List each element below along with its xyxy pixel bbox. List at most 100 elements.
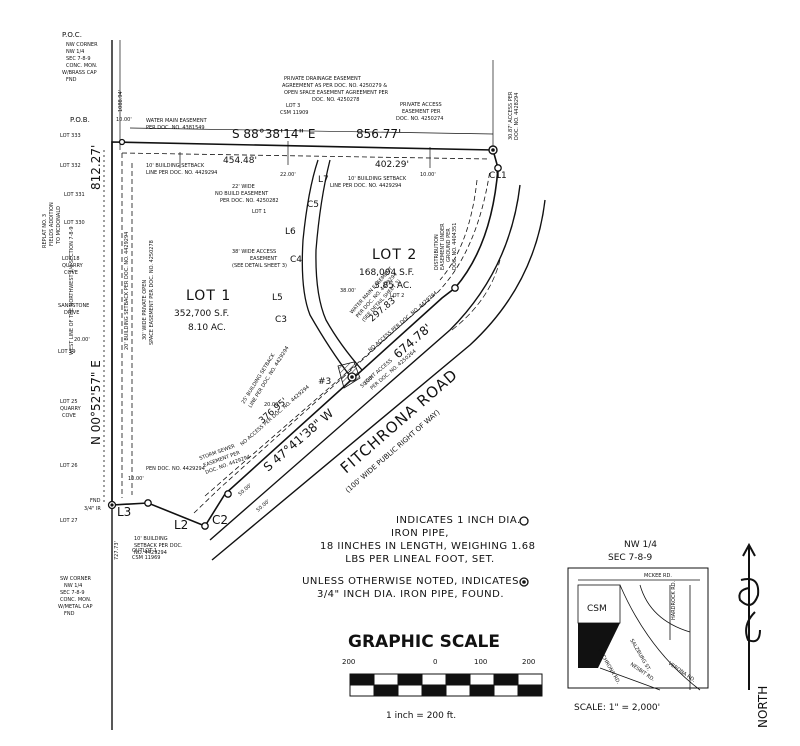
scale-bar-cell (445, 673, 471, 686)
graphic-scale: GRAPHIC SCALE 200 0 100 200 1 inch = 200… (342, 632, 543, 721)
vicinity-road: VERONA RD. (667, 661, 697, 684)
found-pipe-dot (350, 375, 354, 379)
easement-line: (SEE DETAIL SHEET 3) (232, 263, 287, 269)
set-iron-pipes (118, 138, 502, 530)
nw-distance: 1088.94' (118, 90, 124, 112)
scale-bar-cell (421, 684, 447, 697)
lot3-label: LOT 3 (286, 103, 300, 109)
quarry-label: COVE (64, 270, 78, 276)
nw-corner-line: CONC. MON. (66, 63, 98, 69)
scale-bar-cell (349, 673, 375, 686)
scale-bar-cell (493, 684, 519, 697)
vicinity-road: MCKEE RD. (644, 573, 672, 579)
lot-label: LOT 330 (64, 220, 85, 226)
scale-bar-cell (493, 673, 519, 686)
graphic-scale-note: 1 inch = 200 ft. (386, 711, 456, 721)
west-bearing: N 00°52'57" E (89, 360, 103, 445)
replat-label: FIELDS ADDITION (49, 202, 55, 246)
easement-line: GROUND PER (446, 228, 452, 262)
poc-label: P.O.C. (62, 31, 82, 39)
scale-bar-cell (469, 684, 495, 697)
legend-line: IRON PIPE, (391, 528, 449, 539)
scale-bar-cell (397, 684, 423, 697)
lot-label: LOT 19 (58, 349, 76, 355)
easement-line: PRIVATE ACCESS (400, 102, 442, 108)
found-iron-pipes (107, 145, 498, 510)
sw-corner-line: SW CORNER (60, 576, 92, 582)
lot2-area-sf: 168,004 S.F. (359, 268, 414, 278)
easement-line: DOC. NO. 4250278 (312, 97, 359, 103)
set-pipe-legend-icon (519, 516, 529, 526)
distance-label: 20.00' (74, 337, 90, 343)
mark-label: #3 (318, 377, 331, 387)
set-pipe-marker (118, 138, 126, 146)
easement-line: EASEMENT UNDER (440, 223, 446, 270)
dimension-lines (129, 60, 494, 168)
scale-bar-cell (373, 673, 399, 686)
legend-set-pipe-detail: IRON PIPE, 18 IINCHES IN LENGTH, WEIGHIN… (320, 527, 536, 566)
lot2-area-ac: 3.85 AC. (374, 281, 412, 291)
north-bearing: S 88°38'14" E (232, 127, 315, 141)
west-distance: 812.27' (89, 145, 103, 190)
sandstone-label: DRIVE (64, 310, 79, 316)
vicinity-title: NW 1/4 (624, 540, 657, 550)
scale-bar-cell (517, 673, 543, 686)
legend-line: 3/4" INCH DIA. IRON PIPE, FOUND. (316, 589, 505, 600)
north-distance: 856.77' (356, 127, 401, 141)
lot-labels: LOT 1 352,700 S.F. 8.10 AC. LOT 2 168,00… (174, 103, 416, 333)
easement-line: PEN DOC. NO. 4429294 (146, 466, 205, 472)
distance-label: 22.00' (280, 172, 296, 178)
easement-line: 30.87' ACCESS PER (508, 91, 514, 140)
c3-label: C3 (275, 315, 287, 325)
pob-label: P.O.B. (70, 116, 90, 124)
sw-distance: 727.73' (114, 541, 120, 560)
scale-tick: 200 (342, 658, 355, 666)
l5-label: L5 (272, 293, 283, 303)
nw-corner-line: NW 1/4 (66, 49, 84, 55)
found-pipe-dot (491, 148, 495, 152)
distance-label: 10.00' (420, 172, 436, 178)
distance-label: 50.00' (237, 483, 253, 498)
easement-line: EASEMENT PER (402, 109, 441, 115)
legend-line: 18 IINCHES IN LENGTH, WEIGHING 1.68 (320, 541, 536, 552)
legend-line: UNLESS OTHERWISE NOTED, INDICATES (302, 576, 519, 587)
vicinity-title: SEC 7-8-9 (608, 553, 652, 563)
l7-label: L7 (318, 175, 329, 185)
scale-tick: 100 (474, 658, 487, 666)
set-pipe-marker (201, 522, 209, 530)
corner-labels: P.O.C. NW CORNER NW 1/4 SEC 7-8-9 CONC. … (58, 31, 132, 617)
sandstone-label: SANDSTONE (58, 303, 89, 309)
l2-label: L2 (174, 518, 188, 532)
lot1-area-ac: 8.10 AC. (188, 323, 226, 333)
quarry-label: LOT 18 (62, 256, 80, 262)
road-labels: FITCHRONA ROAD (100' WIDE PUBLIC RIGHT O… (337, 365, 462, 494)
legend-line: INDICATES 1 INCH DIA. (396, 515, 521, 526)
sw-corner-line: CONC. MON. (60, 597, 92, 603)
lot1-small: LOT 1 (252, 209, 266, 215)
quarry-label: QUARRY (60, 406, 82, 412)
sw-corner-line: FND (64, 611, 75, 617)
north-seg-a: 454.48' (223, 156, 257, 166)
road-right-of-way (209, 184, 546, 561)
graphic-scale-title: GRAPHIC SCALE (348, 632, 500, 652)
quarry-label: QUARRY (62, 263, 84, 269)
easement-line: 20' BUILDING SETBACK PER DOC. NO. 442929… (124, 232, 130, 350)
easement-line: PRIVATE DRAINAGE EASEMENT (284, 76, 362, 82)
lot-label: LOT 332 (60, 163, 81, 169)
found-pipe-dot (110, 503, 114, 507)
easement-line: 10' BUILDING (134, 536, 168, 542)
fnd-label: FND (90, 498, 101, 504)
scale-bar-cell (517, 684, 543, 697)
scale-tick: 0 (433, 658, 437, 666)
set-pipe-marker (144, 499, 152, 507)
curve-labels: C1 C2 C3 C4 C5 L1 L2 L3 L5 L6 L7 (117, 171, 507, 532)
outlot-label: OUTLOT 1 (132, 548, 157, 554)
legend-line: LBS PER LINEAL FOOT, SET. (345, 554, 495, 565)
access-drive (301, 159, 363, 377)
outlot-label: CSM 11969 (132, 555, 160, 561)
lot3-label: CSM 11909 (280, 110, 308, 116)
vicinity-scale: SCALE: 1" = 2,000' (574, 703, 660, 713)
easement-line: DOC. NO. 4428294 (514, 93, 520, 140)
c1-label: C1 (489, 171, 501, 181)
sw-corner-line: SEC 7-8-9 (60, 590, 85, 596)
